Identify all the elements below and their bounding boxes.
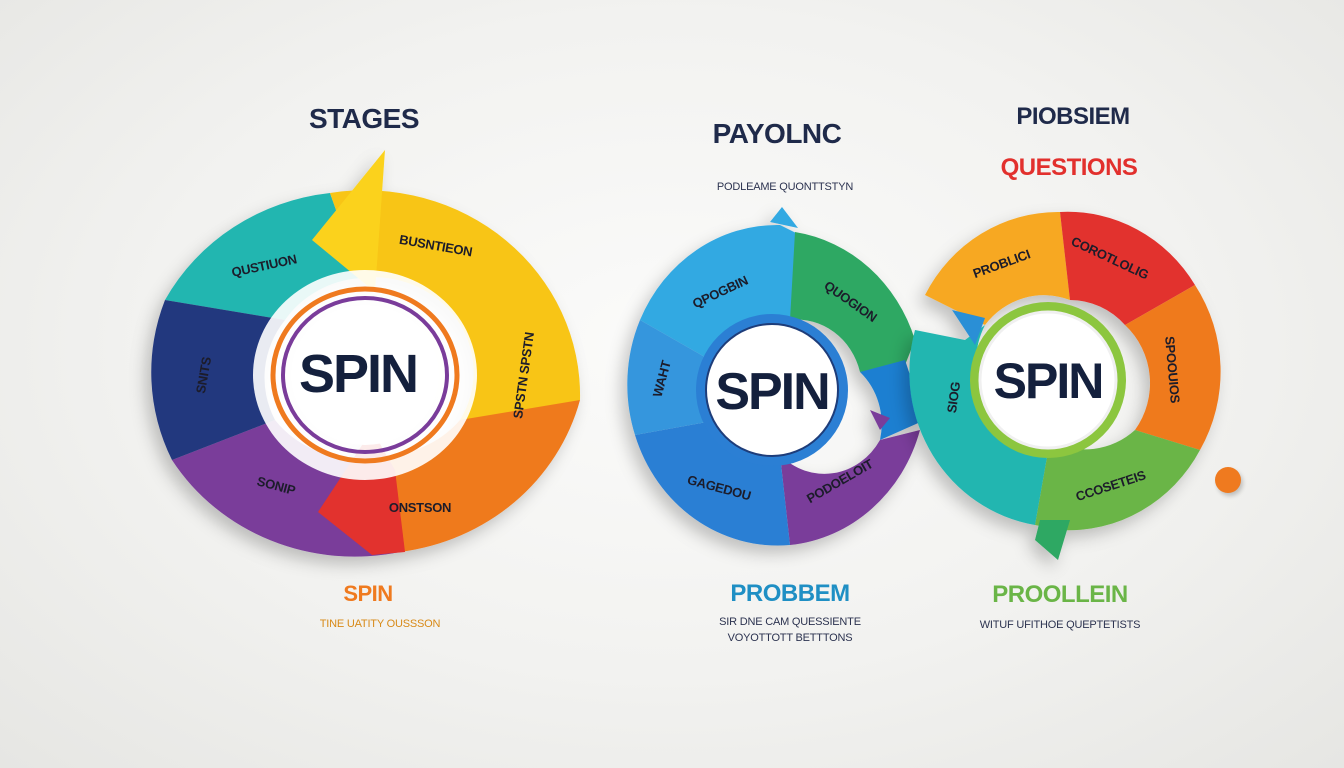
- segment-green: [1035, 430, 1200, 531]
- segment-red: [1060, 211, 1195, 325]
- diagram-3-bottom-subtitle: WITUF UFITHOE QUEPTETISTS: [979, 619, 1141, 631]
- segment-purple: [780, 430, 920, 545]
- diagram-2-bottom-subtitle-line-1: SIR DNE CAM QUESSIENTE: [719, 616, 861, 628]
- arrow-green: [1035, 520, 1070, 560]
- hub-circle: [978, 310, 1118, 450]
- arrow-yellow: [312, 150, 385, 292]
- segment-blue-left: [627, 320, 718, 435]
- hub-circle: [705, 323, 839, 457]
- diagram-1-bottom-subtitle: TINE UATITY OUSSSON: [319, 618, 441, 630]
- segment-label-teal: SIOG: [944, 381, 963, 414]
- diagram-2-bottom-subtitle-line-2: VOYOTTOTT BETTTONS: [727, 632, 853, 644]
- arrow-top: [770, 207, 798, 228]
- diagram-2-title: PAYOLNC: [712, 118, 842, 149]
- segment-green: [790, 232, 915, 372]
- segment-orange-right: [1125, 285, 1221, 450]
- arrow-purple: [870, 410, 890, 430]
- stages-title: STAGES: [308, 103, 420, 134]
- segment-label-navy: SNITS: [193, 355, 214, 394]
- spin-cycle-diagram-3: SPIN PROBLICI COROTLOLIG SPOOUIOS CCOSET…: [909, 211, 1221, 560]
- diagram-1-bottom-title: SPIN: [343, 581, 393, 606]
- segment-orange-top: [925, 211, 1070, 325]
- segment-orange: [380, 400, 580, 552]
- segment-label-orange: ONSTSON: [389, 500, 451, 515]
- spin-cycle-diagram-2: SPIN QPOGBIN QUOGION PODOELOIT GAGEDOU W…: [627, 207, 925, 546]
- hub-label: SPIN: [299, 344, 417, 404]
- orange-dot: [1215, 467, 1241, 493]
- diagram-3-title: PIOBSIEM: [1016, 103, 1130, 130]
- arrow-blue: [952, 310, 985, 345]
- segment-yellow: [330, 190, 581, 430]
- segment-blue-right: [860, 360, 925, 440]
- hub-label: SPIN: [715, 363, 828, 421]
- spin-cycle-diagram-1: SPIN QUSTIUON BUSNTIEON SPSTN SPSTN ONST…: [151, 150, 581, 557]
- segment-lightblue: [640, 224, 800, 360]
- segment-navy: [151, 300, 285, 460]
- segment-label-orange-right: SPOOUIOS: [1162, 336, 1183, 405]
- diagram-2-subtitle: PODLEAME QUONTTSTYN: [716, 181, 854, 193]
- segment-teal: [909, 325, 1050, 525]
- hub-circle: [291, 305, 439, 445]
- hub-label: SPIN: [994, 353, 1103, 409]
- diagram-2-bottom-title: PROBBEM: [730, 580, 850, 607]
- diagram-3-title-questions: QUESTIONS: [1000, 154, 1138, 181]
- diagram-3-bottom-title: PROOLLEIN: [992, 581, 1128, 608]
